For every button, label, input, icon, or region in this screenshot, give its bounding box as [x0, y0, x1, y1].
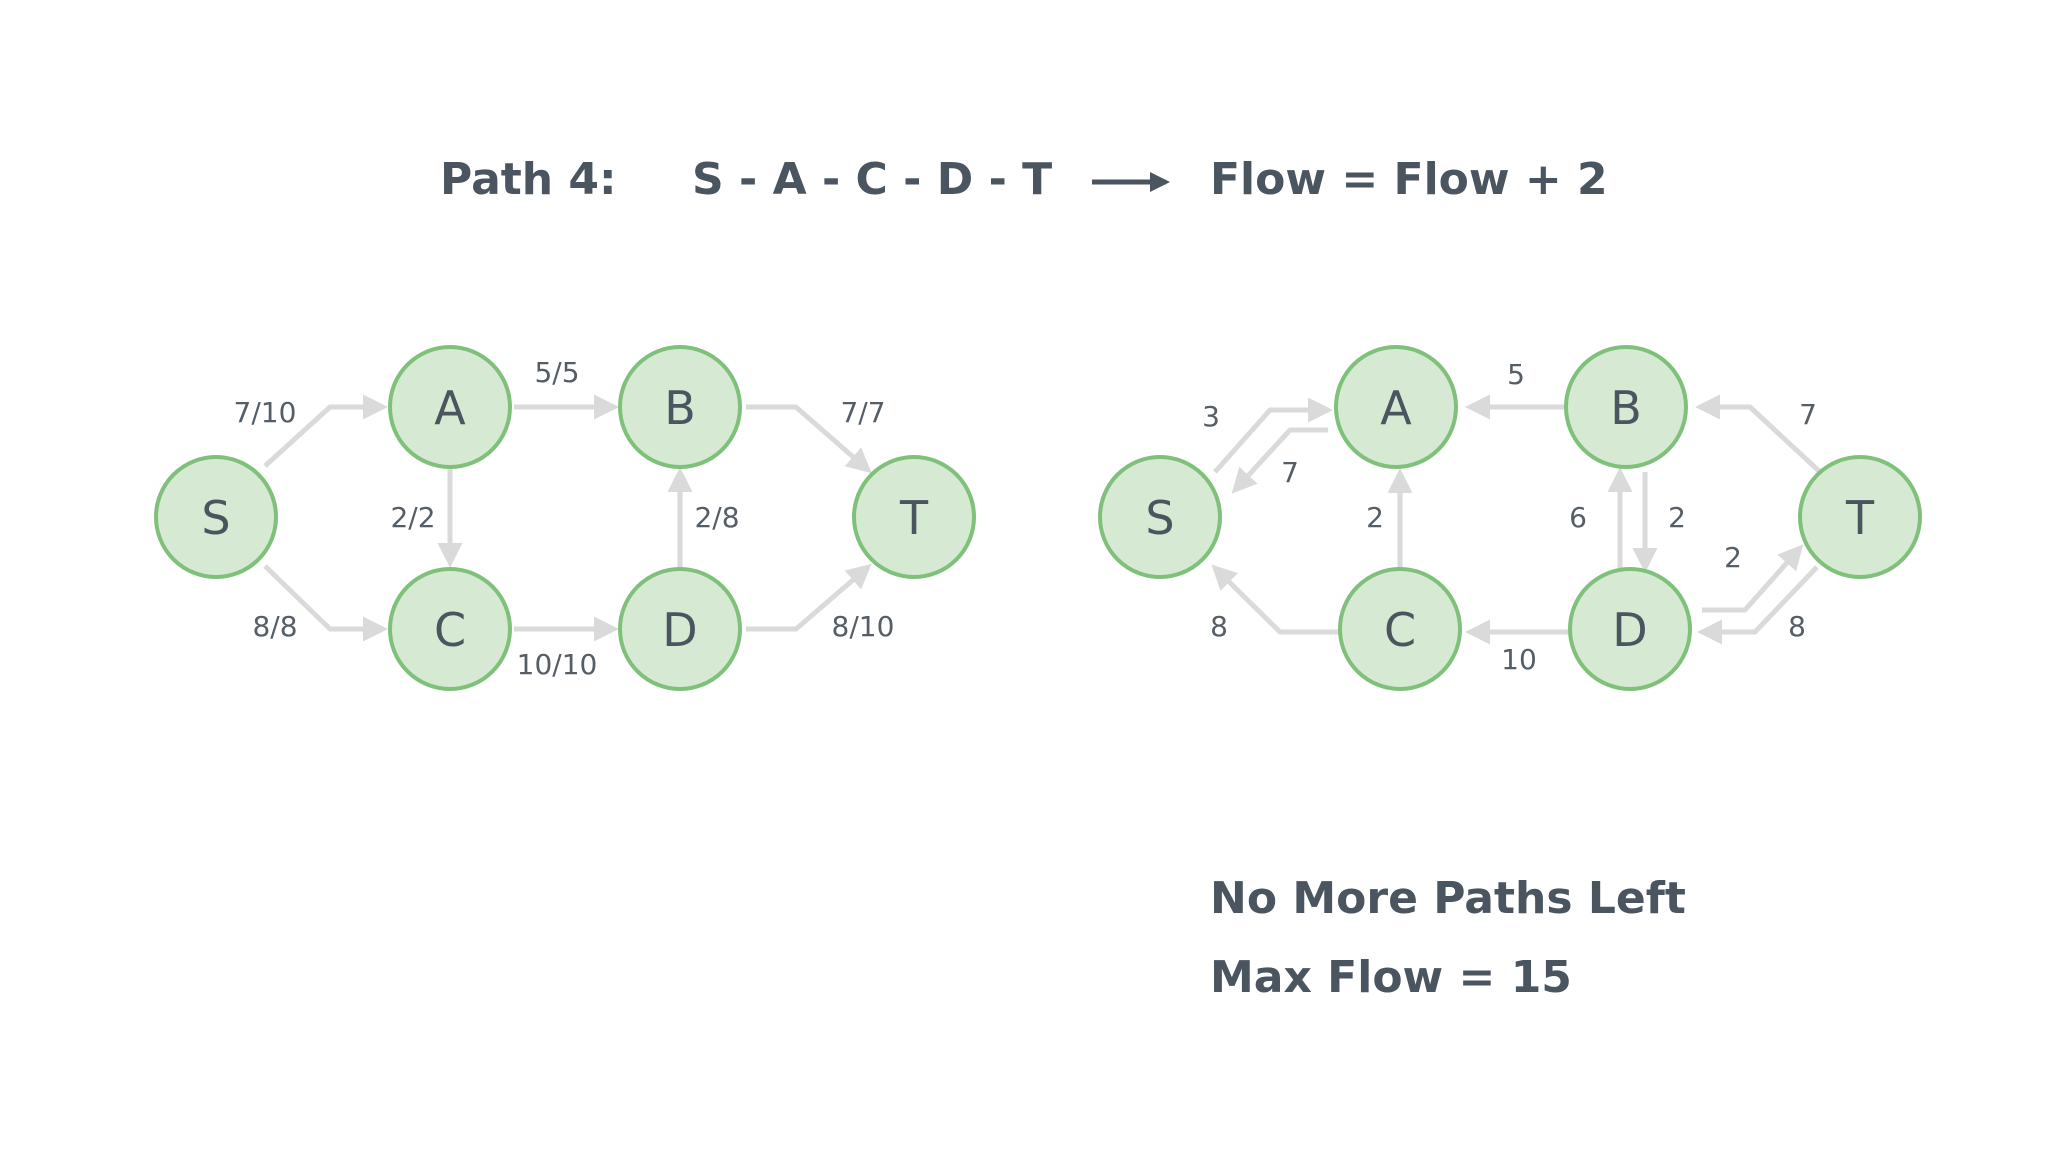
edge-label-A-S: 7 [1281, 456, 1299, 489]
edge-label-B-A: 5 [1507, 358, 1525, 391]
edge-D-T [1702, 544, 1804, 613]
edge-label-S-A: 3 [1202, 400, 1220, 433]
path-label: Path 4: [440, 154, 617, 205]
edge-label-B-T: 7/7 [840, 396, 885, 429]
edge-label-A-B: 5/5 [534, 356, 579, 389]
node-label: S [201, 491, 230, 545]
node-S: S [154, 455, 278, 579]
node-A: A [388, 345, 512, 469]
edge-S-C [263, 564, 388, 642]
edge-T-B [1695, 394, 1822, 474]
node-label: B [664, 381, 696, 435]
result-summary: No More Paths Left Max Flow = 15 [1210, 873, 1686, 1003]
edge-label-S-C: 8/8 [252, 610, 297, 643]
edge-B-T [746, 404, 872, 474]
node-label: D [1612, 603, 1647, 657]
edge-label-S-A: 7/10 [234, 396, 297, 429]
edge-label-C-D: 10/10 [517, 648, 598, 681]
node-label: T [899, 491, 929, 545]
edge-S-A [1213, 397, 1333, 474]
node-D: D [618, 567, 742, 691]
edge-C-S [1211, 564, 1340, 635]
node-label: D [662, 603, 697, 657]
edge-D-T [746, 563, 872, 632]
residual-network-nodes: S A B C D T [1098, 345, 1922, 691]
header: Path 4: S - A - C - D - T Flow = Flow + … [440, 154, 1608, 205]
node-B: B [1564, 345, 1688, 469]
edge-label-T-D: 8 [1788, 610, 1806, 643]
node-S: S [1098, 455, 1222, 579]
node-D: D [1568, 567, 1692, 691]
node-label: A [1380, 381, 1412, 435]
flow-network-graph: 7/10 8/8 5/5 2/2 2/8 10/10 7/7 8/10 S A … [154, 345, 976, 691]
edge-S-A [263, 394, 388, 468]
flow-update: Flow = Flow + 2 [1210, 154, 1608, 205]
edge-label-C-S: 8 [1210, 610, 1228, 643]
edge-label-D-T: 8/10 [832, 610, 895, 643]
edge-label-T-B: 7 [1799, 398, 1817, 431]
max-flow-result: Max Flow = 15 [1210, 952, 1572, 1003]
path-sequence: S - A - C - D - T [692, 154, 1052, 205]
residual-network-edges [1211, 394, 1822, 645]
status-text: No More Paths Left [1210, 873, 1686, 924]
edge-A-S [1231, 427, 1328, 494]
edge-label-B-D: 2 [1668, 501, 1686, 534]
node-B: B [618, 345, 742, 469]
residual-network-edge-labels: 3 7 5 7 2 6 2 2 8 10 8 [1202, 358, 1817, 676]
node-label: C [1384, 603, 1416, 657]
edge-label-D-C: 10 [1501, 643, 1537, 676]
edge-label-D-B: 2/8 [694, 501, 739, 534]
node-C: C [388, 567, 512, 691]
node-T: T [1798, 455, 1922, 579]
edge-label-D-B: 6 [1569, 501, 1587, 534]
node-A: A [1334, 345, 1458, 469]
edge-T-D [1697, 565, 1819, 645]
node-label: B [1610, 381, 1642, 435]
node-C: C [1338, 567, 1462, 691]
node-label: T [1845, 491, 1875, 545]
flow-network-edge-labels: 7/10 8/8 5/5 2/2 2/8 10/10 7/7 8/10 [234, 356, 895, 681]
node-label: S [1145, 491, 1174, 545]
edge-label-C-A: 2 [1366, 501, 1384, 534]
node-label: A [434, 381, 466, 435]
flow-network-edges [263, 394, 872, 642]
node-label: C [434, 603, 466, 657]
residual-network-graph: 3 7 5 7 2 6 2 2 8 10 8 S A B [1098, 345, 1922, 691]
edge-label-D-T: 2 [1724, 541, 1742, 574]
node-T: T [852, 455, 976, 579]
flow-network-nodes: S A B C D T [154, 345, 976, 691]
edge-label-A-C: 2/2 [390, 501, 435, 534]
